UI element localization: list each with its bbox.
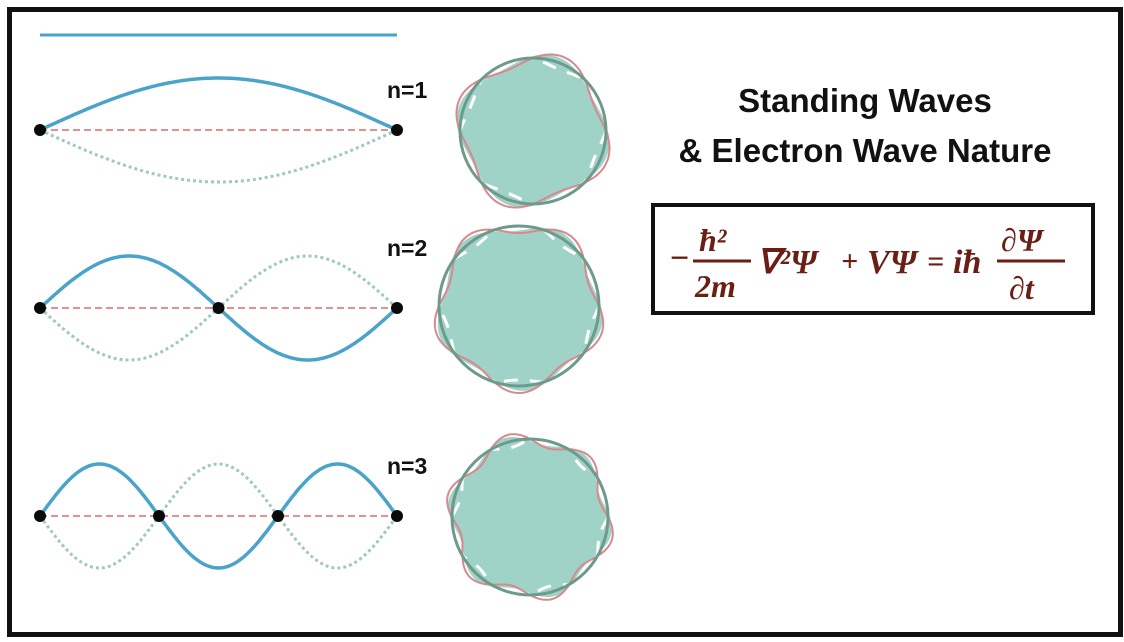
- string-wave-dotted-n1: [39, 128, 398, 184]
- orbit-gap-n2: [434, 218, 604, 384]
- string-node-n3-3: [391, 510, 403, 522]
- schrodinger-equation: − ħ² 2m ∇²Ψ + VΨ = iħ ∂Ψ ∂t: [669, 222, 1065, 306]
- eq-minus: −: [669, 240, 690, 277]
- orbit-fill-n1: [456, 54, 610, 208]
- string-node-n3-2: [272, 510, 284, 522]
- eq-laplacian-psi: ∇²Ψ: [757, 244, 820, 281]
- eq-two-m: 2m: [694, 268, 736, 304]
- eq-plus: +: [841, 245, 858, 278]
- orbit-ring-n3: [450, 437, 610, 597]
- string-node-n1-0: [34, 124, 46, 136]
- string-node-n2-2: [391, 302, 403, 314]
- mode-label-n3: n=3: [387, 453, 428, 479]
- string-node-n2-1: [212, 302, 225, 314]
- string-node-n3-0: [34, 510, 46, 522]
- orbit-ring-n1: [458, 56, 608, 206]
- string-waves: [34, 76, 403, 570]
- orbit-waves: [433, 53, 614, 601]
- string-node-n3-1: [153, 510, 165, 522]
- schrodinger-equation-box: − ħ² 2m ∇²Ψ + VΨ = iħ ∂Ψ ∂t: [651, 203, 1095, 315]
- orbit-fill-n2: [437, 228, 603, 391]
- string-wave-solid-n3: [38, 462, 399, 570]
- mode-label-n1: n=1: [387, 77, 428, 103]
- orbit-fill-n3: [448, 437, 612, 597]
- title-line-1: Standing Waves: [738, 82, 992, 119]
- string-wave-solid-n1: [39, 76, 398, 132]
- mode-label-n2: n=2: [387, 235, 428, 261]
- eq-hbar-squared: ħ²: [699, 222, 728, 258]
- eq-equals: =: [927, 245, 944, 278]
- eq-v-psi: VΨ: [867, 244, 920, 281]
- eq-partial-t: ∂t: [1009, 270, 1035, 306]
- string-wave-dotted-n3: [38, 462, 399, 570]
- string-node-n2-0: [34, 302, 46, 314]
- eq-i-hbar: iħ: [953, 244, 981, 281]
- eq-partial-psi: ∂Ψ: [1001, 222, 1045, 258]
- title-line-2: & Electron Wave Nature: [678, 132, 1052, 169]
- string-node-n1-1: [391, 124, 403, 136]
- orbit-ring-n2: [437, 224, 601, 388]
- page-title: Standing Waves & Electron Wave Nature: [620, 76, 1110, 176]
